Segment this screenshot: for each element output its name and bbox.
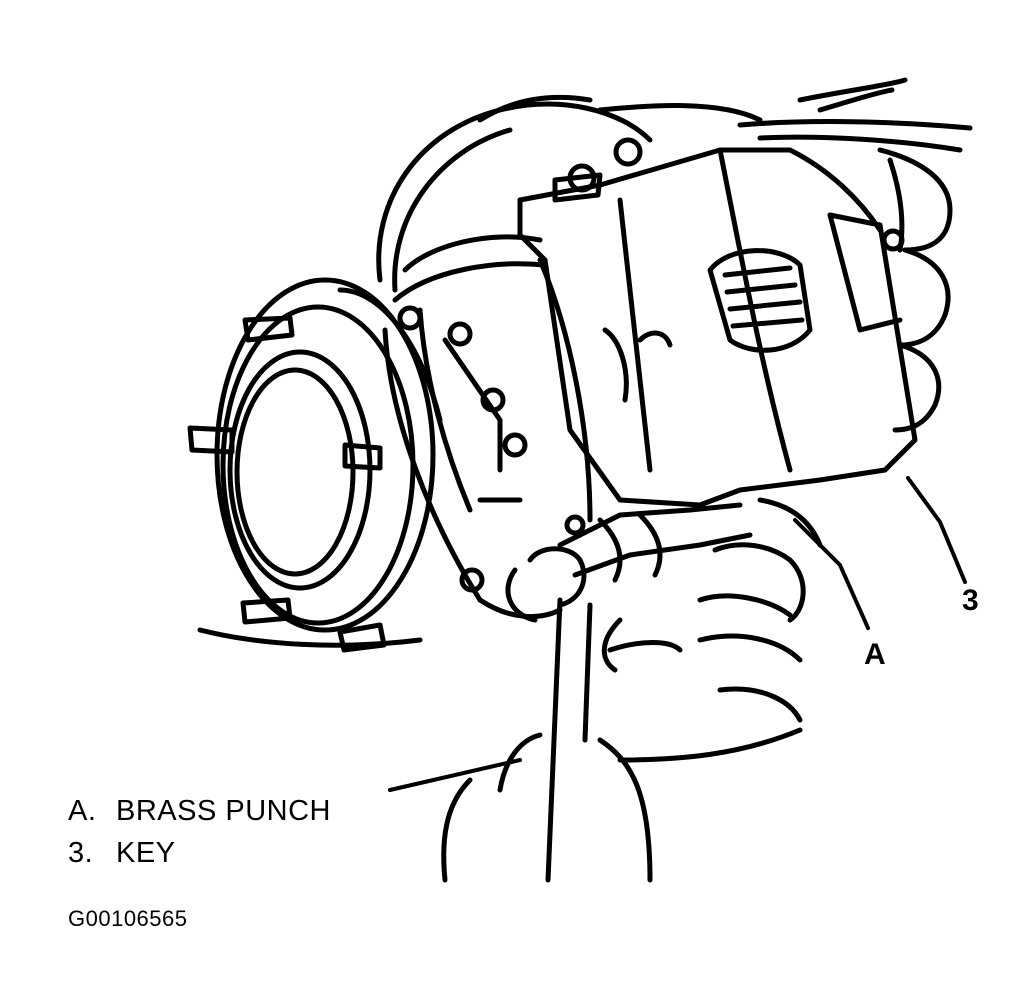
legend-key: 3. bbox=[68, 837, 94, 869]
pinion-housing bbox=[382, 234, 593, 620]
figure-id: G00106565 bbox=[68, 906, 188, 931]
bearing-cap bbox=[517, 147, 918, 508]
callout-punch-letter: A bbox=[864, 638, 886, 671]
leader-line-legend bbox=[388, 758, 522, 792]
hammer-and-hand bbox=[441, 546, 683, 883]
companion-flange bbox=[197, 277, 443, 648]
legend-item-brass-punch: A. BRASS PUNCH bbox=[68, 790, 331, 832]
legend: A. BRASS PUNCH 3. KEY bbox=[68, 790, 331, 874]
cap-window bbox=[707, 248, 813, 353]
legend-text: KEY bbox=[116, 837, 176, 869]
leader-lines bbox=[388, 476, 967, 792]
brass-punch-tool bbox=[557, 502, 753, 583]
legend-text: BRASS PUNCH bbox=[116, 795, 331, 827]
holding-hand bbox=[617, 497, 823, 763]
flange-studs bbox=[187, 315, 387, 653]
legend-key: A. bbox=[68, 795, 97, 827]
leader-line-key bbox=[906, 476, 967, 584]
legend-item-key: 3. KEY bbox=[68, 832, 331, 874]
axle-tube bbox=[737, 77, 973, 433]
callout-key-number: 3 bbox=[962, 584, 979, 617]
ring-gear-housing bbox=[376, 94, 763, 293]
leader-line-punch bbox=[793, 518, 870, 630]
